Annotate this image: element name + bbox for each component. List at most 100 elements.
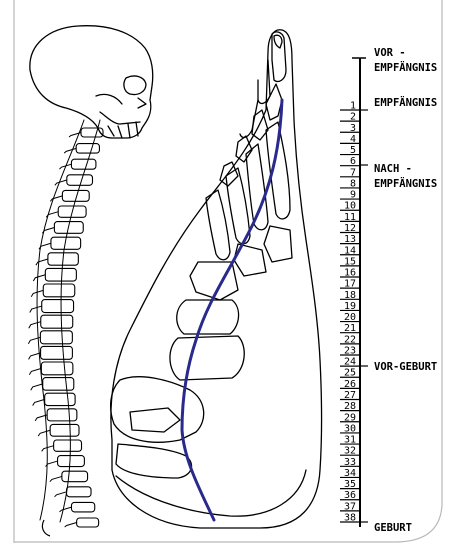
scale-ticks: 1234567891011121314151617181920212223242… — [340, 101, 368, 524]
scale-number-22: 22 — [344, 334, 356, 345]
scale-number-24: 24 — [344, 357, 356, 368]
spinous-process — [29, 368, 41, 374]
scale-number-15: 15 — [344, 256, 356, 267]
vertebra — [77, 518, 99, 527]
skull-eye-socket — [124, 76, 146, 95]
vertebra — [43, 378, 74, 391]
label-pre-conception-2: EMPFÄNGNIS — [374, 60, 437, 74]
scale-number-30: 30 — [344, 423, 356, 434]
scale-number-25: 25 — [344, 368, 356, 379]
spinous-process — [33, 275, 45, 281]
skull-jaw — [100, 112, 140, 138]
scale-number-1: 1 — [350, 101, 356, 112]
spinous-process — [55, 492, 67, 497]
vertebra — [67, 487, 91, 497]
scale-number-19: 19 — [344, 301, 356, 312]
scale-number-5: 5 — [350, 145, 356, 156]
scale-number-26: 26 — [344, 379, 356, 390]
scale-number-18: 18 — [344, 290, 356, 301]
talus — [170, 336, 244, 380]
metatarsal-4 — [206, 190, 230, 260]
scale-number-16: 16 — [344, 268, 356, 279]
vertebra — [76, 144, 99, 154]
phalanx-a — [266, 84, 282, 120]
scale-number-17: 17 — [344, 279, 356, 290]
scale-number-23: 23 — [344, 345, 356, 356]
vertebra — [54, 440, 82, 451]
spinous-process — [31, 384, 43, 390]
scale-number-8: 8 — [350, 178, 356, 189]
scale-number-35: 35 — [344, 479, 356, 490]
navicular — [177, 300, 239, 334]
toe-nail — [274, 35, 282, 48]
vertebra — [41, 315, 73, 328]
scale-number-3: 3 — [350, 123, 356, 134]
vertebra — [40, 331, 72, 344]
spinous-process — [33, 399, 45, 405]
metatarsal-3 — [226, 168, 250, 244]
scale-number-27: 27 — [344, 390, 356, 401]
skull-nasal — [138, 98, 146, 108]
spinous-process — [65, 523, 77, 528]
spinous-process — [50, 476, 62, 481]
skull-outline — [30, 26, 153, 138]
spinous-process — [29, 322, 41, 328]
timeline-scale: 1234567891011121314151617181920212223242… — [340, 47, 437, 534]
scale-number-12: 12 — [344, 223, 356, 234]
skull-cheek — [96, 94, 122, 104]
vertebra — [41, 362, 73, 375]
spinous-process — [55, 180, 67, 185]
scale-number-29: 29 — [344, 412, 356, 423]
scale-number-21: 21 — [344, 323, 356, 334]
ankle-bone — [116, 444, 192, 478]
vertebra — [67, 175, 93, 185]
coccyx — [42, 520, 50, 536]
vertebra — [43, 284, 75, 297]
scale-number-20: 20 — [344, 312, 356, 323]
spinous-process — [69, 133, 81, 138]
vertebra — [71, 159, 95, 169]
scale-number-11: 11 — [344, 212, 356, 223]
scale-number-31: 31 — [344, 435, 356, 446]
label-pre-conception-1: VOR - — [374, 47, 406, 59]
spinous-process — [38, 430, 50, 436]
scale-number-9: 9 — [350, 190, 356, 201]
label-post-conception-1: NACH - — [374, 163, 412, 175]
scale-number-34: 34 — [344, 468, 356, 479]
vertebra — [41, 346, 73, 359]
phalanx-c — [236, 136, 252, 162]
scale-number-7: 7 — [350, 167, 356, 178]
spinous-process — [64, 148, 76, 153]
vertebrae-group — [28, 128, 103, 536]
scale-number-36: 36 — [344, 490, 356, 501]
scale-number-32: 32 — [344, 446, 356, 457]
scale-number-38: 38 — [344, 513, 356, 524]
scale-number-2: 2 — [350, 112, 356, 123]
scale-number-28: 28 — [344, 401, 356, 412]
label-pre-birth: VOR-GEBURT — [374, 361, 437, 373]
vertebra — [45, 393, 75, 405]
spinous-process — [29, 353, 41, 359]
scale-number-13: 13 — [344, 234, 356, 245]
vertebra — [45, 268, 76, 281]
scale-number-6: 6 — [350, 156, 356, 167]
vertebra — [42, 300, 74, 313]
scale-number-14: 14 — [344, 245, 356, 256]
scale-number-4: 4 — [350, 134, 356, 145]
vertebra — [47, 409, 77, 421]
scale-number-10: 10 — [344, 201, 356, 212]
vertebra — [62, 471, 88, 481]
spinous-process — [36, 259, 48, 265]
label-conception: EMPFÄNGNIS — [374, 95, 437, 109]
scale-number-37: 37 — [344, 501, 356, 512]
label-post-conception-2: EMPFÄNGNIS — [374, 176, 437, 190]
vertebra — [71, 502, 94, 512]
label-birth: GEBURT — [374, 522, 412, 534]
spinous-process — [59, 507, 71, 512]
vertebra — [58, 456, 85, 467]
heel-inner — [130, 408, 180, 432]
foot-illustration — [111, 30, 322, 528]
cuneiform-1 — [264, 226, 292, 262]
phalanx-b — [252, 110, 268, 140]
